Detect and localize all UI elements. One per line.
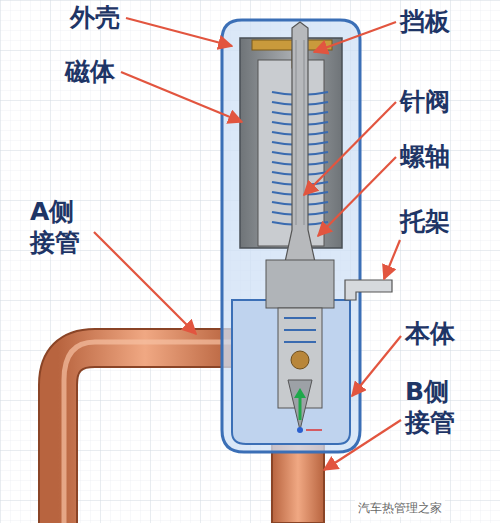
watermark: 汽车热管理之家	[355, 500, 445, 517]
part-label: 针阀	[400, 86, 450, 117]
part-label: 托架	[400, 206, 450, 237]
part-label: 本体	[405, 318, 455, 349]
part-label: 磁体	[65, 56, 115, 87]
part-label: A侧 接管	[30, 196, 92, 259]
part-label: 外壳	[70, 2, 120, 33]
part-label: 螺轴	[400, 141, 450, 172]
part-label: 挡板	[400, 6, 450, 37]
part-label: B侧 接管	[405, 376, 471, 439]
